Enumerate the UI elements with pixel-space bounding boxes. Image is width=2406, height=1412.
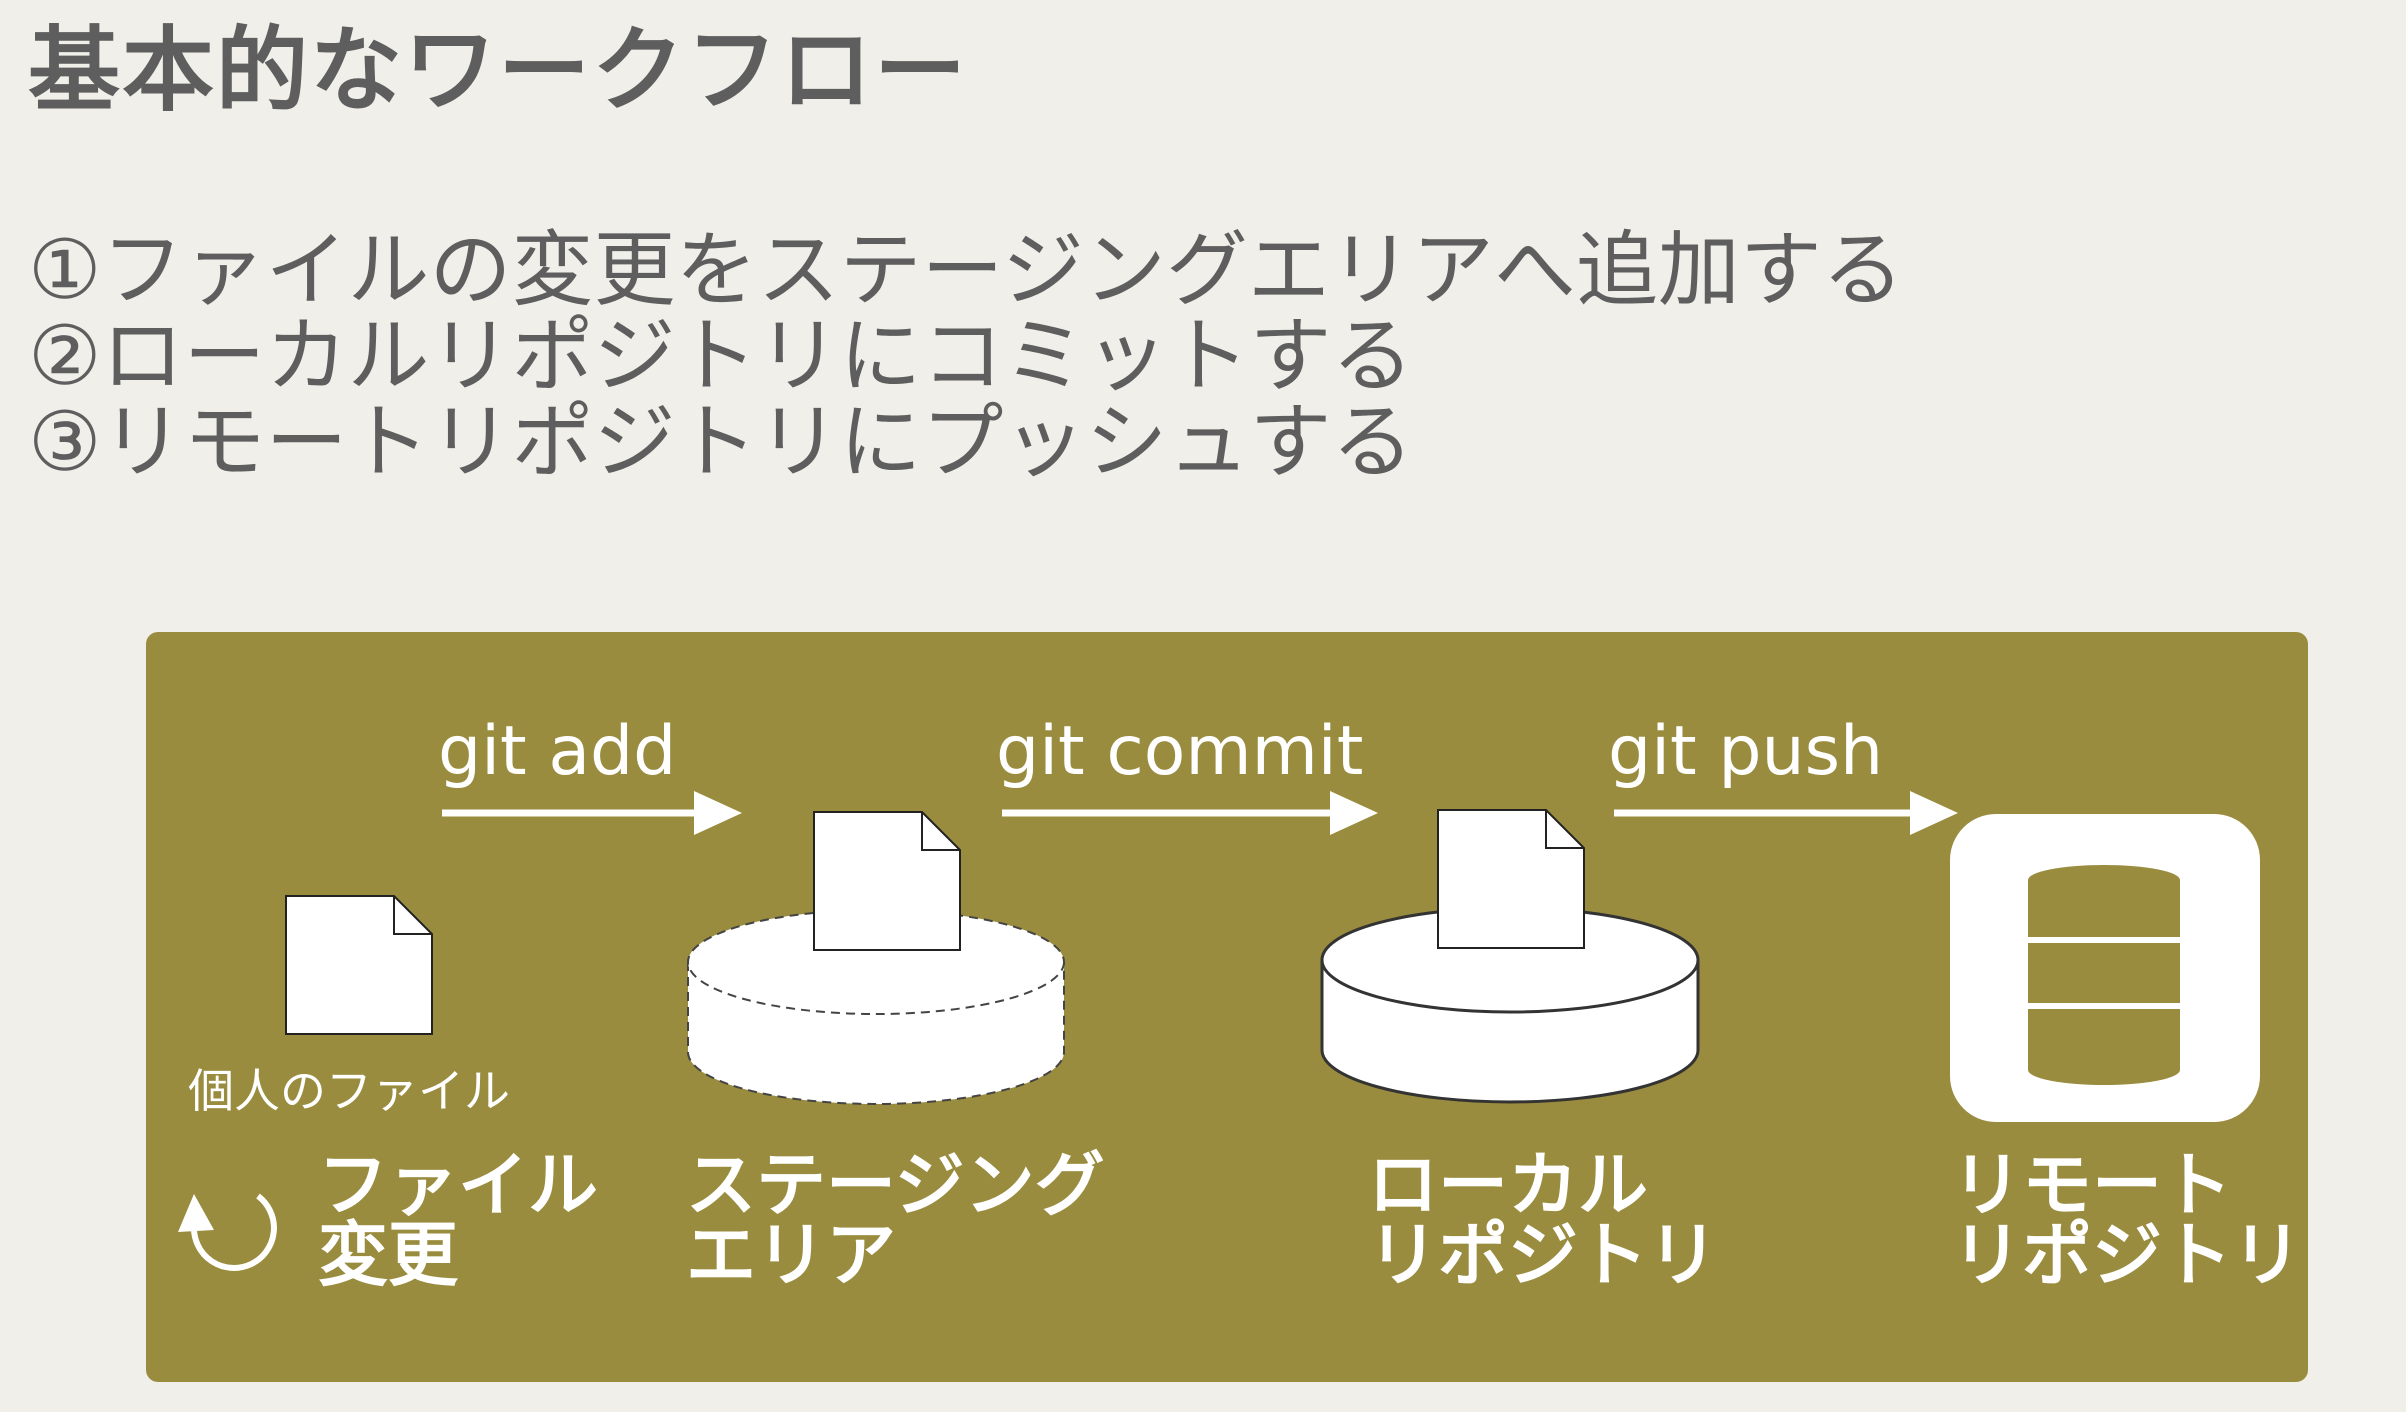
document-icon xyxy=(285,895,433,1035)
local-repository-label-line2: リポジトリ xyxy=(1368,1214,1718,1296)
local-repository-label-line1: ローカル xyxy=(1368,1144,1648,1226)
diagram-graphics xyxy=(178,791,2260,1271)
local-document-icon xyxy=(1437,809,1585,949)
git-add-arrow xyxy=(442,791,742,835)
personal-file-caption: 個人のファイル xyxy=(188,1064,510,1118)
refresh-icon xyxy=(178,1193,277,1271)
git-push-label: git push xyxy=(1608,712,1884,791)
staging-area-label-line2: エリア xyxy=(686,1214,896,1296)
git-add-label: git add xyxy=(438,712,677,791)
database-icon xyxy=(1950,814,2260,1122)
staging-area-disk-icon xyxy=(687,909,1065,1105)
staging-area-label: ステージング エリア xyxy=(686,1150,1105,1290)
remote-repository-label: リモート リポジトリ xyxy=(1952,1150,2302,1290)
remote-repository-label-line2: リポジトリ xyxy=(1952,1214,2302,1296)
git-push-arrow xyxy=(1614,791,1958,835)
staging-document-icon xyxy=(813,811,961,951)
remote-repository-label-line1: リモート xyxy=(1952,1144,2232,1226)
workflow-diagram: git add git commit git push 個人のファイル ファイル… xyxy=(146,632,2308,1382)
step-1: ①ファイルの変更をステージングエリアへ追加する xyxy=(28,223,1904,318)
file-change-label: ファイル 変更 xyxy=(318,1150,598,1290)
step-3: ③リモートリポジトリにプッシュする xyxy=(28,395,1414,490)
git-commit-label: git commit xyxy=(996,712,1364,791)
local-repository-label: ローカル リポジトリ xyxy=(1368,1150,1718,1290)
file-change-label-line2: 変更 xyxy=(318,1214,458,1296)
local-repository-disk-icon xyxy=(1320,906,1700,1104)
page-title: 基本的なワークフロー xyxy=(28,17,969,124)
step-2: ②ローカルリポジトリにコミットする xyxy=(28,309,1414,404)
staging-area-label-line1: ステージング xyxy=(686,1144,1105,1226)
steps-list: ①ファイルの変更をステージングエリアへ追加する ②ローカルリポジトリにコミットす… xyxy=(28,228,1904,486)
file-change-label-line1: ファイル xyxy=(318,1144,598,1226)
git-commit-arrow xyxy=(1002,791,1378,835)
